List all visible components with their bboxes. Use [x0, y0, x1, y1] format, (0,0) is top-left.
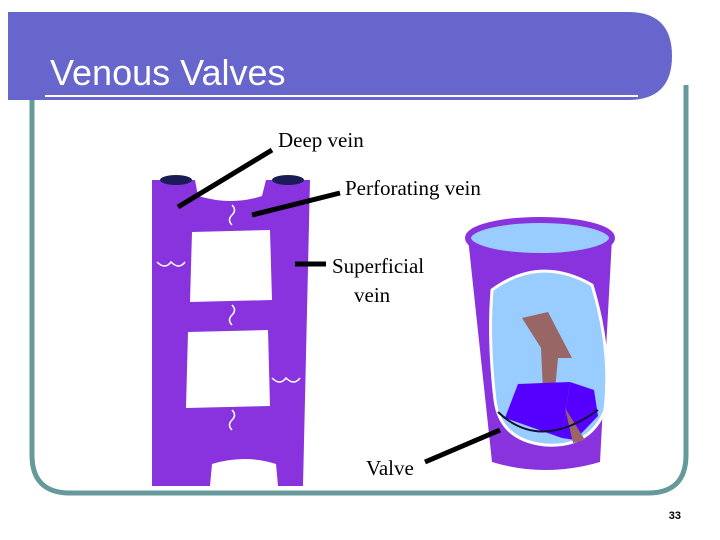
- valve-label: Valve: [366, 456, 414, 480]
- valve-mark: [228, 204, 236, 226]
- valve-edge: [497, 409, 599, 433]
- valve-mark: [228, 409, 236, 431]
- valve-mark: [228, 304, 236, 326]
- superficial-vein-label: Superficial: [332, 254, 425, 278]
- valve-pointer: [424, 427, 501, 465]
- deep-vein-pointer: [176, 147, 274, 210]
- valve-cusp-left: [505, 382, 570, 438]
- slide-title: Venous Valves: [50, 52, 286, 93]
- title-bar: [8, 12, 672, 100]
- page-number: 33: [668, 510, 681, 522]
- superficial-vein-label-line2: vein: [354, 283, 391, 307]
- perforating-vein-pointer: [251, 190, 341, 218]
- perforating-vein-label: Perforating vein: [345, 176, 481, 200]
- valve-mark: [271, 376, 301, 383]
- deep-vein-label: Deep vein: [278, 128, 364, 152]
- vein-ladder-body: [152, 180, 310, 486]
- vein-ladder-diagram: [152, 175, 310, 486]
- valve-flap: [522, 312, 572, 392]
- deep-vein-opening: [160, 175, 192, 185]
- perforating-vein-opening: [272, 175, 304, 185]
- frame-border: [29, 85, 689, 496]
- vein-cross-section: [465, 217, 615, 470]
- valve-leaflet: [565, 408, 585, 443]
- vein-top-rim: [465, 217, 615, 259]
- valve-mark: [156, 260, 186, 267]
